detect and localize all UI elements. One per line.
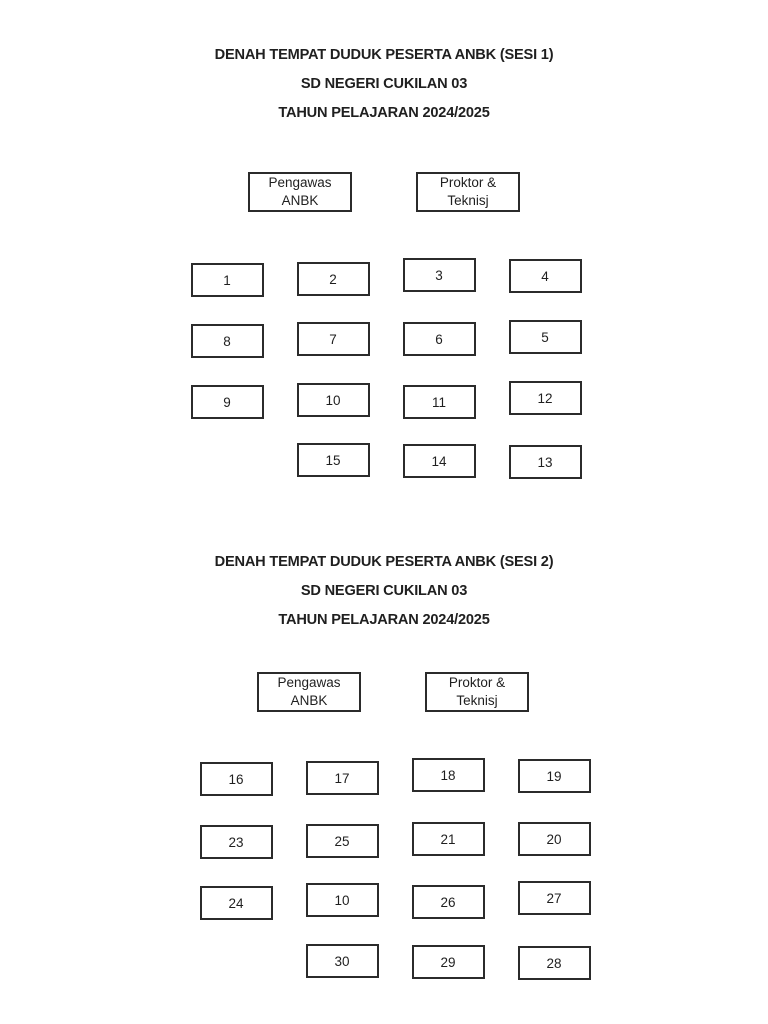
seat-box: 24 (199, 886, 273, 920)
seat-box: 13 (508, 445, 582, 479)
pengawas-label-line2: ANBK (281, 193, 319, 208)
seat-box: 23 (199, 825, 273, 859)
seat-box: 20 (517, 822, 591, 856)
session2-title: DENAH TEMPAT DUDUK PESERTA ANBK (SESI 2) (214, 554, 554, 570)
pengawas-box: Pengawas ANBK (248, 172, 352, 212)
seat-box: 1 (190, 263, 264, 297)
session2-school: SD NEGERI CUKILAN 03 (300, 583, 468, 599)
session2-header: DENAH TEMPAT DUDUK PESERTA ANBK (SESI 2)… (0, 548, 768, 635)
session1-seat-grid: 1 2 3 4 8 7 6 5 9 10 11 12 15 14 13 (0, 258, 768, 479)
empty-seat-slot (191, 444, 260, 474)
session2-seat-grid: 16 17 18 19 23 25 21 20 24 10 26 27 30 2… (9, 758, 768, 980)
seat-box: 6 (402, 322, 476, 356)
seat-box: 10 (296, 383, 370, 417)
session1-year: TAHUN PELAJARAN 2024/2025 (278, 105, 490, 121)
seat-box: 2 (296, 262, 370, 296)
seat-box: 5 (508, 320, 582, 354)
seat-box: 18 (411, 758, 485, 792)
seat-box: 27 (517, 881, 591, 915)
seat-box: 12 (508, 381, 582, 415)
seat-box: 7 (296, 322, 370, 356)
proktor-box: Proktor & Teknisj (416, 172, 520, 212)
seat-box: 14 (402, 444, 476, 478)
seat-box: 25 (305, 824, 379, 858)
seat-box: 29 (411, 945, 485, 979)
proktor-box: Proktor & Teknisj (425, 672, 529, 712)
session2-year: TAHUN PELAJARAN 2024/2025 (278, 612, 490, 628)
seat-box: 8 (190, 324, 264, 358)
pengawas-label-line2: ANBK (290, 693, 328, 708)
pengawas-label-line1: Pengawas (277, 675, 341, 690)
seat-box: 11 (402, 385, 476, 419)
seat-box: 26 (411, 885, 485, 919)
seat-box: 16 (199, 762, 273, 796)
proktor-label-line2: Teknisj (456, 693, 498, 708)
empty-seat-slot (200, 946, 269, 976)
proktor-label-line2: Teknisj (447, 193, 489, 208)
seat-box: 28 (517, 946, 591, 980)
seat-box: 30 (305, 944, 379, 978)
seat-box: 3 (402, 258, 476, 292)
proktor-label-line1: Proktor & (448, 675, 506, 690)
session2-officials-row: Pengawas ANBK Proktor & Teknisj (9, 672, 768, 712)
proktor-label-line1: Proktor & (439, 175, 497, 190)
seat-box: 19 (517, 759, 591, 793)
seat-box: 17 (305, 761, 379, 795)
pengawas-label-line1: Pengawas (268, 175, 332, 190)
seat-box: 15 (296, 443, 370, 477)
session1-school: SD NEGERI CUKILAN 03 (300, 76, 468, 92)
session1-title: DENAH TEMPAT DUDUK PESERTA ANBK (SESI 1) (214, 47, 554, 63)
seat-box: 21 (411, 822, 485, 856)
pengawas-box: Pengawas ANBK (257, 672, 361, 712)
seat-box: 10 (305, 883, 379, 917)
session1-header: DENAH TEMPAT DUDUK PESERTA ANBK (SESI 1)… (0, 41, 768, 128)
seat-box: 4 (508, 259, 582, 293)
session1-officials-row: Pengawas ANBK Proktor & Teknisj (0, 172, 768, 212)
seat-box: 9 (190, 385, 264, 419)
